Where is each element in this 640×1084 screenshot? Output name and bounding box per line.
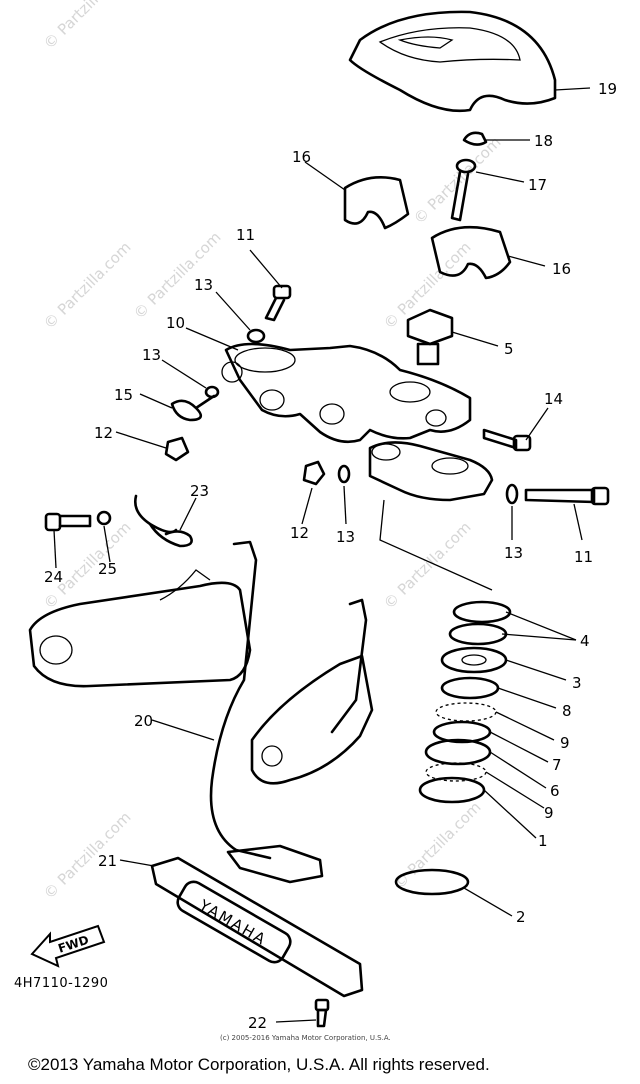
screw-22-part xyxy=(275,998,330,1028)
callout-7: 7 xyxy=(552,756,562,774)
washer-13-lower-part xyxy=(337,464,351,484)
callout-11: 11 xyxy=(574,548,593,566)
copyright-notice: ©2013 Yamaha Motor Corporation, U.S.A. A… xyxy=(28,1055,490,1074)
callout-2: 2 xyxy=(516,908,526,926)
callout-12: 12 xyxy=(290,524,309,542)
small-copyright-notice: (c) 2005-2016 Yamaha Motor Corporation, … xyxy=(220,1034,391,1042)
spring-15-part xyxy=(170,394,216,422)
washer-13-right-part xyxy=(505,483,519,505)
bolt-11-upper-part xyxy=(249,249,292,322)
cap-nut-12-left-part xyxy=(164,436,190,462)
bolt-17-part xyxy=(450,158,525,222)
bolt-24-part xyxy=(44,512,92,569)
callout-4: 4 xyxy=(580,632,590,650)
washer-13-clip-part xyxy=(204,385,220,399)
steering-bearing-stack xyxy=(418,600,577,839)
callout-labels: 19 18 17 16 16 11 13 10 13 15 12 5 14 12… xyxy=(44,80,617,1032)
diagram-part-code: 4H7110-1290 xyxy=(14,976,109,991)
spring-23-part xyxy=(134,494,193,548)
callout-11: 11 xyxy=(236,226,255,244)
callout-20: 20 xyxy=(134,712,153,730)
callout-13: 13 xyxy=(336,528,355,546)
callout-12: 12 xyxy=(94,424,113,442)
callout-15: 15 xyxy=(114,386,133,404)
callout-13: 13 xyxy=(504,544,523,562)
callout-1: 1 xyxy=(538,832,548,850)
headlight-stay-20-part xyxy=(28,540,374,884)
bolt-14-part xyxy=(482,407,549,452)
callout-9: 9 xyxy=(544,804,554,822)
crown-nut-5-part xyxy=(406,308,499,366)
callout-3: 3 xyxy=(572,674,582,692)
callout-22: 22 xyxy=(248,1014,267,1032)
callout-9: 9 xyxy=(560,734,570,752)
forward-arrow-icon: FWD xyxy=(30,924,106,968)
callout-23: 23 xyxy=(190,482,209,500)
callout-18: 18 xyxy=(534,132,553,150)
handlebar-holder-left-part xyxy=(343,176,410,230)
callout-19: 19 xyxy=(598,80,617,98)
lower-bracket-part xyxy=(221,342,494,502)
callout-17: 17 xyxy=(528,176,547,194)
emblem-bracket-21-part: YAMAHA xyxy=(119,856,364,998)
callout-10: 10 xyxy=(166,314,185,332)
cap-nut-part xyxy=(462,131,488,146)
callout-13: 13 xyxy=(194,276,213,294)
callout-6: 6 xyxy=(550,782,560,800)
callout-25: 25 xyxy=(98,560,117,578)
callout-14: 14 xyxy=(544,390,563,408)
callout-8: 8 xyxy=(562,702,572,720)
callout-13: 13 xyxy=(142,346,161,364)
washer-25-part xyxy=(96,510,112,526)
bolt-11-lower-part xyxy=(524,486,610,541)
top-cover-part xyxy=(348,10,591,113)
cap-nut-12-lower-part xyxy=(302,460,326,486)
callout-16: 16 xyxy=(292,148,311,166)
callout-24: 24 xyxy=(44,568,63,586)
callout-16: 16 xyxy=(552,260,571,278)
washer-13-upper-part xyxy=(246,328,266,344)
callout-5: 5 xyxy=(504,340,514,358)
dust-seal-2-part xyxy=(394,868,470,896)
callout-21: 21 xyxy=(98,852,117,870)
handlebar-holder-right-part xyxy=(430,225,512,280)
